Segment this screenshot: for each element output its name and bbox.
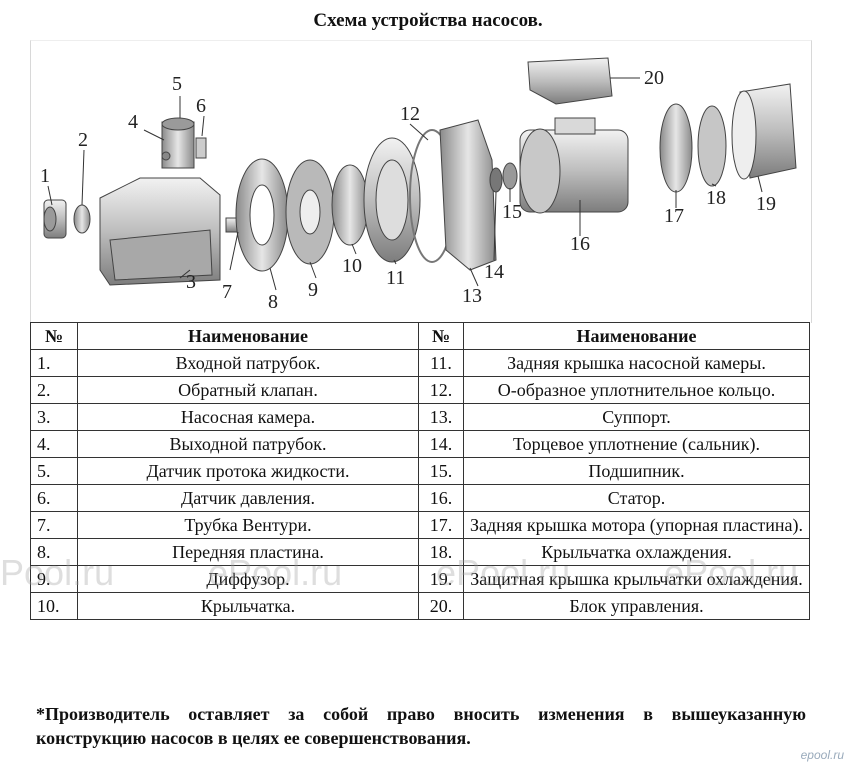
motor-back-cover-part — [659, 103, 693, 193]
callout-11: 11 — [386, 267, 406, 289]
cell-num: 7. — [30, 511, 78, 539]
cell-name: Датчик протока жидкости. — [77, 457, 419, 485]
support-part — [439, 119, 497, 271]
callout-15: 15 — [502, 201, 522, 223]
stator-part — [519, 117, 629, 214]
cell-name: Насосная камера. — [77, 403, 419, 431]
cell-num: 20. — [418, 592, 464, 620]
diagram-frame — [30, 40, 812, 323]
table-row: 3. Насосная камера. 13. Суппорт. — [30, 403, 810, 431]
seal-part — [489, 167, 503, 193]
col-header-name-2: Наименование — [463, 322, 810, 350]
callout-18: 18 — [706, 187, 726, 209]
cell-num: 5. — [30, 457, 78, 485]
check-valve-part — [73, 204, 91, 234]
cell-num: 16. — [418, 484, 464, 512]
col-header-num-1: № — [30, 322, 78, 350]
callout-8: 8 — [268, 291, 278, 313]
cell-num: 12. — [418, 376, 464, 404]
table-row: 5. Датчик протока жидкости. 15. Подшипни… — [30, 457, 810, 485]
cell-num: 3. — [30, 403, 78, 431]
bearing-part — [502, 162, 518, 190]
cell-num: 10. — [30, 592, 78, 620]
page-title: Схема устройства насосов. — [313, 10, 543, 31]
cell-name: Задняя крышка мотора (упорная пластина). — [463, 511, 810, 539]
cell-name: Торцевое уплотнение (сальник). — [463, 430, 810, 458]
cell-name: Обратный клапан. — [77, 376, 419, 404]
table-row: 9. Диффузор. 19. Защитная крышка крыльча… — [30, 565, 810, 593]
inlet-part — [43, 199, 67, 239]
cell-num: 13. — [418, 403, 464, 431]
table-row: 10. Крыльчатка. 20. Блок управления. — [30, 592, 810, 620]
callout-6: 6 — [196, 95, 206, 117]
cell-name: Защитная крышка крыльчатки охлаждения. — [463, 565, 810, 593]
cell-num: 8. — [30, 538, 78, 566]
cell-num: 9. — [30, 565, 78, 593]
cell-name: Задняя крышка насосной камеры. — [463, 349, 810, 377]
cell-num: 2. — [30, 376, 78, 404]
callout-16: 16 — [570, 233, 590, 255]
callout-2: 2 — [78, 129, 88, 151]
cell-num: 1. — [30, 349, 78, 377]
col-header-name-1: Наименование — [77, 322, 419, 350]
footnote: *Производитель оставляет за собой право … — [36, 704, 806, 748]
cell-num: 18. — [418, 538, 464, 566]
cell-name: Входной патрубок. — [77, 349, 419, 377]
cell-name: Крыльчатка. — [77, 592, 419, 620]
control-box-part — [527, 57, 613, 105]
callout-13: 13 — [462, 285, 482, 307]
cell-num: 11. — [418, 349, 464, 377]
parts-table: № Наименование № Наименование 1. Входной… — [30, 322, 810, 620]
callout-14: 14 — [484, 261, 504, 283]
cell-name: Диффузор. — [77, 565, 419, 593]
cell-name: Датчик давления. — [77, 484, 419, 512]
callout-10: 10 — [342, 255, 362, 277]
cell-name: Подшипник. — [463, 457, 810, 485]
cell-name: Выходной патрубок. — [77, 430, 419, 458]
cell-name: Блок управления. — [463, 592, 810, 620]
callout-5: 5 — [172, 73, 182, 95]
cooling-fan-part — [697, 105, 727, 187]
callout-20: 20 — [644, 67, 664, 89]
callout-4: 4 — [128, 111, 138, 133]
col-header-num-2: № — [418, 322, 464, 350]
callout-19: 19 — [756, 193, 776, 215]
cell-name: Крыльчатка охлаждения. — [463, 538, 810, 566]
callout-7: 7 — [222, 281, 232, 303]
table-row: 8. Передняя пластина. 18. Крыльчатка охл… — [30, 538, 810, 566]
table-row: 2. Обратный клапан. 12. О-образное уплот… — [30, 376, 810, 404]
corner-logo: epool.ru — [800, 748, 844, 762]
callout-17: 17 — [664, 205, 684, 227]
callout-9: 9 — [308, 279, 318, 301]
callout-3: 3 — [186, 271, 196, 293]
cell-name: О-образное уплотнительное кольцо. — [463, 376, 810, 404]
cell-name: Трубка Вентури. — [77, 511, 419, 539]
cell-name: Суппорт. — [463, 403, 810, 431]
cell-num: 17. — [418, 511, 464, 539]
callout-1: 1 — [40, 165, 50, 187]
table-header-row: № Наименование № Наименование — [30, 322, 810, 350]
cell-name: Статор. — [463, 484, 810, 512]
cell-num: 15. — [418, 457, 464, 485]
cell-num: 19. — [418, 565, 464, 593]
table-row: 6. Датчик давления. 16. Статор. — [30, 484, 810, 512]
impeller-part — [331, 164, 369, 246]
cell-name: Передняя пластина. — [77, 538, 419, 566]
cell-num: 6. — [30, 484, 78, 512]
table-row: 7. Трубка Вентури. 17. Задняя крышка мот… — [30, 511, 810, 539]
cell-num: 4. — [30, 430, 78, 458]
table-row: 4. Выходной патрубок. 14. Торцевое уплот… — [30, 430, 810, 458]
table-row: 1. Входной патрубок. 11. Задняя крышка н… — [30, 349, 810, 377]
exploded-pump-diagram — [43, 57, 797, 291]
callout-12: 12 — [400, 103, 420, 125]
cell-num: 14. — [418, 430, 464, 458]
pump-chamber-part — [99, 177, 221, 286]
